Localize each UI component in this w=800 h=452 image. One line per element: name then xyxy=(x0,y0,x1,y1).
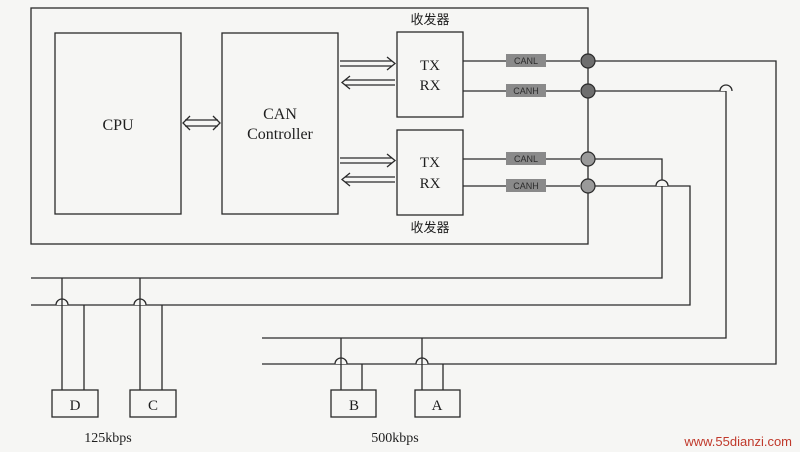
low-speed-rate-label: 125kbps xyxy=(84,431,131,446)
low-speed-bus-canh xyxy=(31,185,691,306)
transceiver-2-tx: TX xyxy=(420,155,440,171)
transceiver-1-rx: RX xyxy=(420,78,441,94)
canl-2-tag: CANL xyxy=(506,152,546,165)
transceiver-1-tx: TX xyxy=(420,58,440,74)
cpu-box xyxy=(54,32,182,215)
tx1-arrow xyxy=(340,56,397,71)
can-controller-label-line1: CAN xyxy=(263,106,297,123)
cpu-controller-bidirectional-arrow xyxy=(182,115,221,131)
can-controller-label-line2: Controller xyxy=(247,126,313,143)
transceiver-2-box xyxy=(396,129,464,216)
transceiver-1-box xyxy=(396,31,464,118)
svg-text:CANH: CANH xyxy=(513,86,539,96)
transceiver-2-label: 收发器 xyxy=(410,220,449,236)
connector-canl-2 xyxy=(580,151,596,167)
watermark-text: www.55dianzi.com xyxy=(683,434,792,449)
connector-canh-1 xyxy=(580,83,596,99)
transceiver-1-label: 收发器 xyxy=(410,12,449,28)
node-c: C xyxy=(129,278,177,418)
canl-1-tag: CANL xyxy=(506,54,546,67)
node-d-label: D xyxy=(70,398,81,414)
node-b: B xyxy=(330,338,377,418)
node-d: D xyxy=(51,278,99,418)
low-speed-bus-canl xyxy=(31,158,663,279)
high-speed-bus-canh xyxy=(262,90,727,339)
connector-canl-1 xyxy=(580,53,596,69)
svg-text:CANL: CANL xyxy=(514,154,538,164)
node-c-label: C xyxy=(148,398,158,414)
can-controller-box xyxy=(221,32,339,215)
transceiver-2-rx: RX xyxy=(420,176,441,192)
high-speed-bus-canl xyxy=(262,60,777,365)
connector-canh-2 xyxy=(580,178,596,194)
rx2-arrow xyxy=(340,172,395,187)
cpu-label: CPU xyxy=(102,117,134,134)
node-a: A xyxy=(414,338,461,418)
node-a-label: A xyxy=(432,398,443,414)
high-speed-rate-label: 500kbps xyxy=(371,431,418,446)
svg-text:CANH: CANH xyxy=(513,181,539,191)
canh-2-tag: CANH xyxy=(506,179,546,192)
svg-text:CANL: CANL xyxy=(514,56,538,66)
tx2-arrow xyxy=(340,153,397,168)
canh-1-tag: CANH xyxy=(506,84,546,97)
rx1-arrow xyxy=(340,75,395,90)
node-b-label: B xyxy=(349,398,359,414)
